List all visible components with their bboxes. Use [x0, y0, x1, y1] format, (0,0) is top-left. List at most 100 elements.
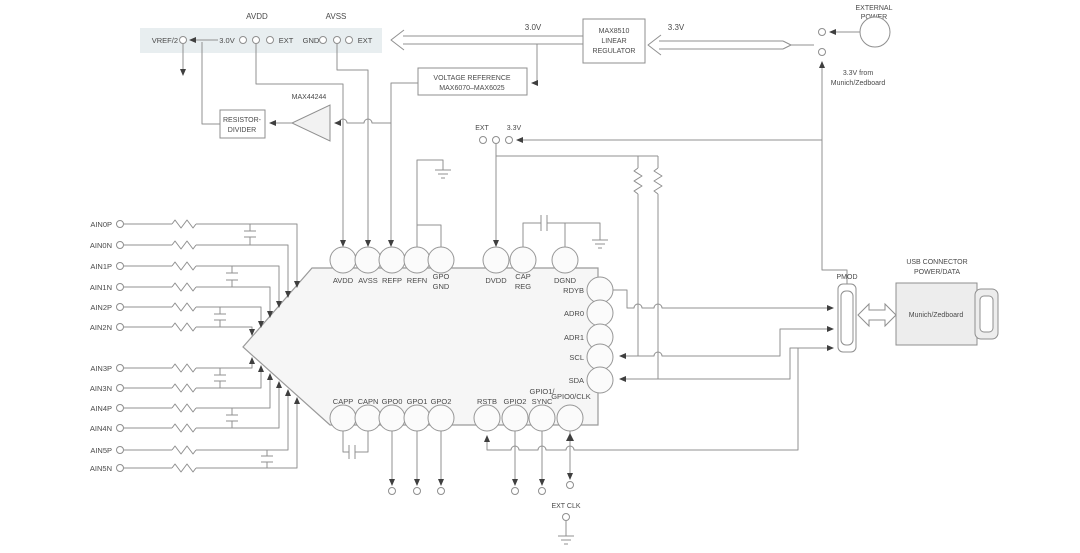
avdd-ext-label: EXT [279, 36, 294, 45]
pin-label-capp: CAPP [333, 397, 353, 406]
resistor-divider-line2: DIVIDER [228, 127, 256, 134]
bus-3v3-label: 3.3V [668, 23, 685, 32]
connector-section: PMOD USB CONNECTOR POWER/DATA Munich/Zed… [837, 259, 999, 353]
pin-label-adr1: ADR1 [564, 333, 584, 342]
pin-rstb [473, 404, 501, 432]
pin-label-rdyb: RDYB [563, 286, 584, 295]
pin-label-gpognd-2: GND [433, 282, 450, 291]
pin-label-capn: CAPN [358, 397, 379, 406]
pmod-usb-double-arrow [857, 302, 897, 328]
pin-label-gpo0: GPO0 [382, 397, 403, 406]
ain-resistor [171, 445, 197, 455]
analog-inputs: AIN0P AIN0N AIN1P AIN1N AIN2P AIN2N AIN3… [90, 219, 300, 473]
ain-label: AIN4N [90, 424, 112, 433]
pin-gpio2 [501, 404, 529, 432]
max8510-box [582, 18, 646, 64]
ain-label: AIN1P [90, 262, 112, 271]
supply-pin-3v3 [505, 136, 513, 144]
pin-capn [354, 404, 382, 432]
ain-resistor [171, 282, 197, 292]
ain-label: AIN0N [90, 241, 112, 250]
pin-label-gpio2: GPIO2 [504, 397, 527, 406]
pin-label-refn: REFN [407, 276, 427, 285]
pin-label-gpo2: GPO2 [431, 397, 452, 406]
bus-3v0-label: 3.0V [525, 23, 542, 32]
usb-host-label: Munich/Zedboard [909, 312, 964, 319]
reference-section: VOLTAGE REFERENCE MAX6070–MAX6025 MAX442… [219, 44, 538, 247]
usb-title-1: USB CONNECTOR [906, 259, 967, 266]
supply-pin-ext1 [479, 136, 487, 144]
voltage-reference-box [417, 67, 528, 96]
pin-adr0 [586, 299, 614, 327]
resistor-divider-line1: RESISTOR- [223, 117, 262, 124]
wire-divider-to-vref2 [201, 42, 220, 125]
ain-resistor [171, 423, 197, 433]
ain2-capacitor [214, 307, 226, 327]
max44244-label: MAX44244 [292, 94, 327, 101]
ground-symbol-dgnd [592, 239, 608, 249]
pin-label-avdd: AVDD [333, 276, 354, 285]
gpio0-up-arrow [566, 433, 574, 441]
max8510-line1: MAX8510 [599, 28, 630, 35]
pin-label-dgnd: DGND [554, 276, 577, 285]
bus-3v0-lines [403, 35, 583, 45]
gpio1-testpoint [538, 487, 546, 495]
ain-route [196, 365, 264, 389]
ain-route [196, 389, 291, 451]
pin-label-gpio1-1: GPIO1/ [529, 387, 555, 396]
avss-ext-label: EXT [358, 36, 373, 45]
supply-header-section: EXT 3.3V [475, 125, 663, 379]
ain-label: AIN4P [90, 404, 112, 413]
avss-jumper-pin-3 [345, 36, 353, 44]
max44244-opamp [290, 104, 331, 142]
wire-reference-output [390, 82, 418, 123]
pmod-label: PMOD [837, 274, 858, 281]
pin-avdd [329, 246, 357, 274]
ain-route [196, 373, 273, 409]
avdd-jumper-pin-1 [239, 36, 247, 44]
resistor-divider-box [219, 109, 266, 139]
pin-avss [354, 246, 382, 274]
pin-dgnd [551, 246, 579, 274]
bottom-io: EXT CLK [342, 431, 581, 545]
pin-label-capreg-2: REG [515, 282, 531, 291]
ain-terminal [116, 283, 124, 291]
max8510-line3: REGULATOR [593, 48, 636, 55]
pin-label-avss: AVSS [358, 276, 377, 285]
wire-rdyb-to-pmod [613, 289, 834, 311]
ain-terminal [116, 220, 124, 228]
usb-host-box [895, 282, 978, 346]
capreg-capacitor [540, 215, 548, 231]
pin-label-capreg-1: CAP [515, 272, 530, 281]
ain-label: AIN2N [90, 323, 112, 332]
pin-label-refp: REFP [382, 276, 402, 285]
ain-route [196, 286, 273, 318]
ain-terminal [116, 446, 124, 454]
wire-reference-to-amp [334, 118, 391, 126]
ain-route [196, 357, 255, 369]
pin-label-gpognd-1: GPO [433, 272, 450, 281]
ain-terminal [116, 323, 124, 331]
ain-route [196, 265, 282, 308]
gpio0-testpoint [566, 481, 574, 489]
gpo0-testpoint [388, 487, 396, 495]
pmod-3v3-note-2: Munich/Zedboard [831, 80, 886, 87]
ain5-capacitor [261, 450, 273, 468]
pin-label-rstb: RSTB [477, 397, 497, 406]
ain-terminal [116, 241, 124, 249]
ain-resistor [171, 363, 197, 373]
pin-gpognd [427, 246, 455, 274]
supply-3v3-label: 3.3V [507, 125, 522, 132]
ain-label: AIN5N [90, 464, 112, 473]
ain-terminal [116, 464, 124, 472]
ain-resistor [171, 383, 197, 393]
bus-3v0-open-arrowhead [390, 29, 405, 51]
wire-3v3-from-pmod [819, 61, 848, 284]
avss-jumper-pin-2 [333, 36, 341, 44]
pin-refp [378, 246, 406, 274]
pin-label-adr0: ADR0 [564, 309, 584, 318]
external-power-section: EXTERNAL POWER 3.3V from Munich/Zedboard [516, 5, 893, 284]
ext-clk-terminal [562, 513, 570, 521]
